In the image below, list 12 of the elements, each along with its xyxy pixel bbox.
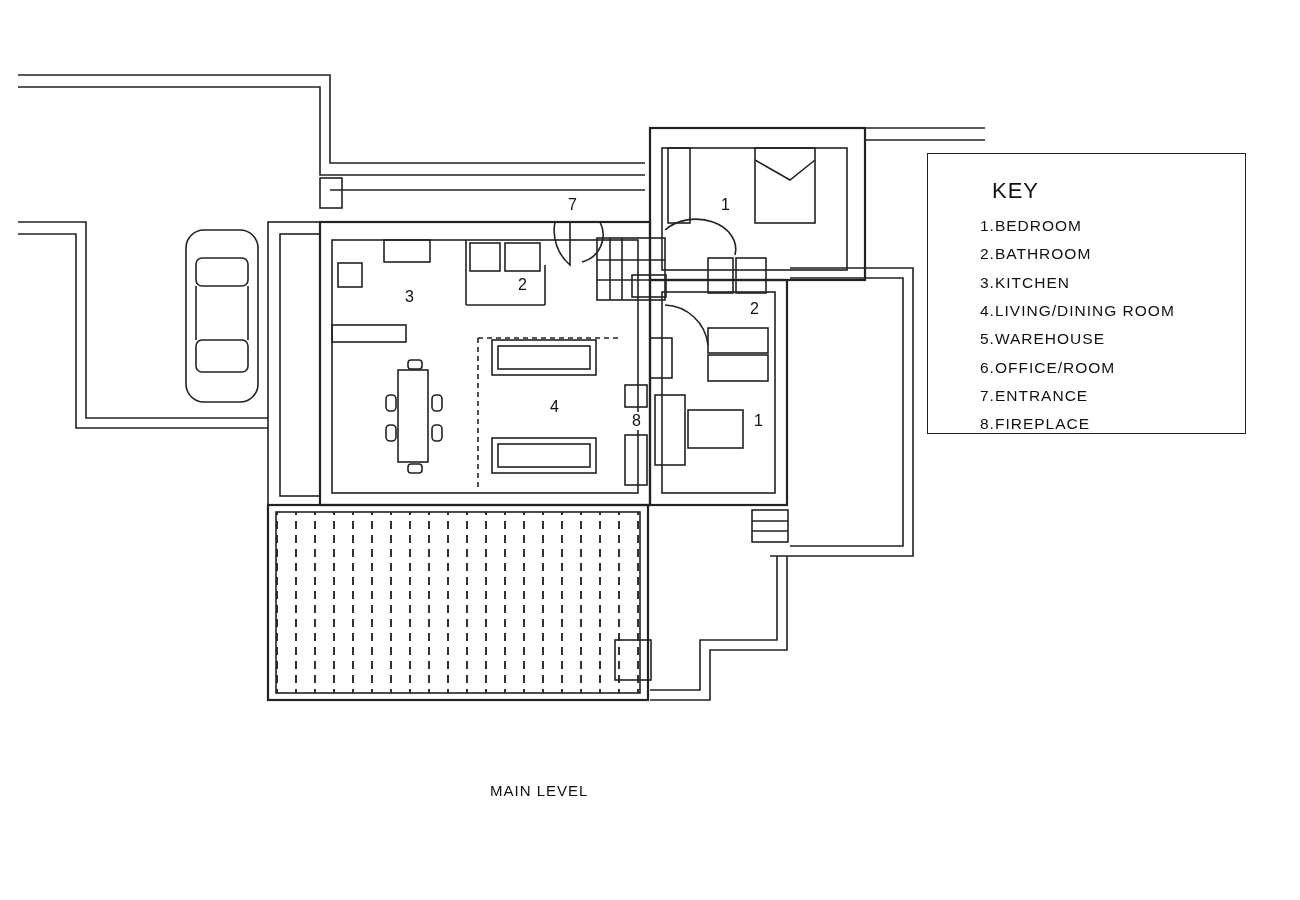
key-title: KEY [992,180,1040,202]
key-entry: 1.BEDROOM [980,218,1082,234]
key-entry: 2.BATHROOM [980,246,1092,262]
room-number: 8 [630,412,643,430]
plan-caption: MAIN LEVEL [490,783,589,798]
key-entry: 6.OFFICE/ROOM [980,359,1116,375]
key-entry: 5.WAREHOUSE [980,331,1105,347]
key-entry: 4.LIVING/DINING ROOM [980,302,1175,319]
key-entry: 8.FIREPLACE [980,416,1091,432]
key-box [927,153,1246,434]
key-entry: 3.KITCHEN [980,274,1070,291]
key-entry: 7.ENTRANCE [980,387,1089,404]
